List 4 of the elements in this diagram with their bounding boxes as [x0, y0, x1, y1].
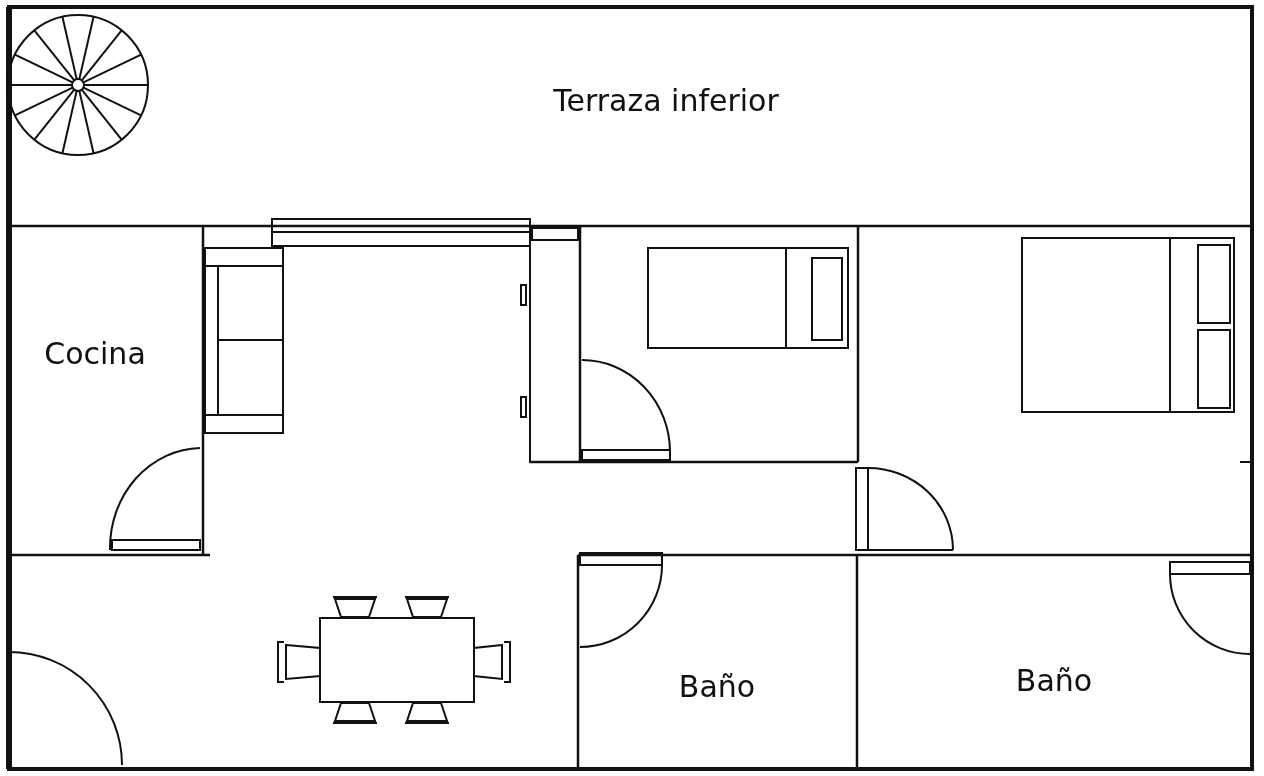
room-label: Cocina	[44, 335, 146, 371]
room-label: Terraza inferior	[553, 82, 779, 118]
room-label: Baño	[678, 668, 756, 704]
room-label: Baño	[1015, 662, 1093, 698]
